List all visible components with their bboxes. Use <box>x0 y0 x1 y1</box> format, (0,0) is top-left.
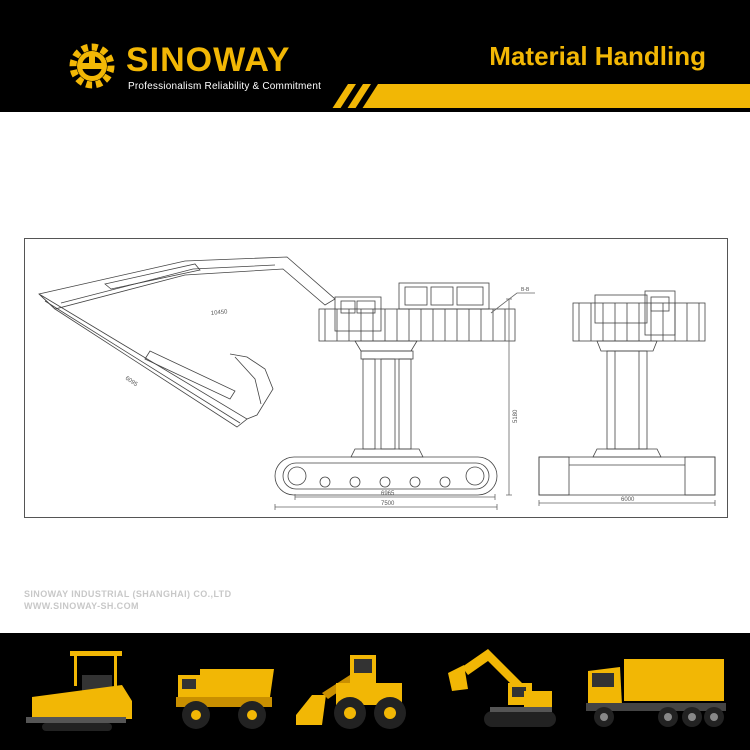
company-name: SINOWAY INDUSTRIAL (SHANGHAI) CO.,LTD <box>24 589 232 599</box>
material-handler-line-drawing <box>38 256 716 510</box>
page-title: Material Handling <box>489 41 706 71</box>
company-website: WWW.SINOWAY-SH.COM <box>24 601 139 611</box>
track-width-label: 6000 <box>621 497 635 503</box>
arm-cylinder <box>144 350 236 400</box>
asphalt-paver-icon <box>26 651 132 731</box>
footer-product-strip <box>0 633 750 750</box>
excavator-icon <box>448 649 556 727</box>
dump-truck-icon <box>176 669 274 729</box>
track-side-view <box>274 456 498 496</box>
engine-housing <box>398 282 490 310</box>
column-height-label: 5180 <box>513 409 519 423</box>
boom-length-label: 10450 <box>211 309 229 317</box>
arm-length-label: 6095 <box>124 376 139 389</box>
grab-outline <box>229 353 274 420</box>
brand-tagline: Professionalism Reliability & Commitment <box>128 81 322 92</box>
dimension-labels: 10450 6095 5180 6965 7500 6000 B-B <box>124 287 635 507</box>
callout-label: B-B <box>521 287 530 293</box>
cab-outline <box>334 296 382 332</box>
boom-cylinder <box>104 263 201 290</box>
tipper-truck-icon <box>586 659 726 727</box>
boom-outline <box>38 256 336 310</box>
front-view-cab <box>644 290 676 336</box>
header-stripes <box>0 0 750 112</box>
technical-drawing: 10450 6095 5180 6965 7500 6000 B-B <box>24 238 728 518</box>
sinoway-gear-logo-icon <box>69 43 115 89</box>
brand-name: SINOWAY <box>126 41 291 79</box>
overall-length-label: 7500 <box>381 501 395 507</box>
company-info: SINOWAY INDUSTRIAL (SHANGHAI) CO.,LTD WW… <box>24 588 231 612</box>
track-length-label: 6965 <box>381 491 395 497</box>
header-banner: SINOWAY Professionalism Reliability & Co… <box>0 0 750 112</box>
wheel-loader-icon <box>296 655 406 729</box>
